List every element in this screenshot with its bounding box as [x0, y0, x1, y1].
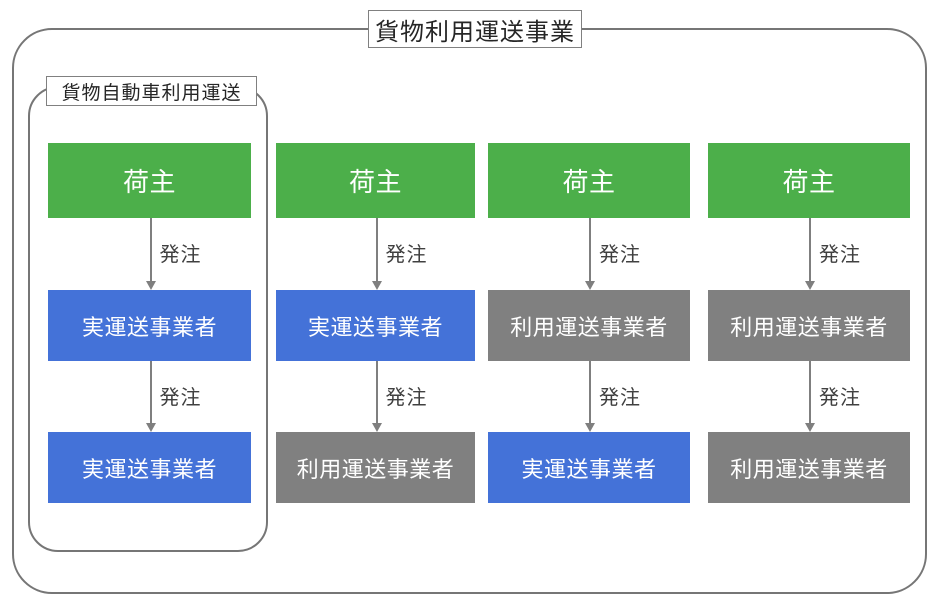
inner-frame-caption: 貨物自動車利用運送: [46, 76, 257, 106]
arrow-head-icon: [371, 281, 382, 290]
arrow-column-1-1: [145, 218, 156, 290]
arrow-column-2-2: [371, 361, 382, 432]
node-column-4-row3-forwarder: 利用運送事業者: [708, 432, 910, 503]
arrow-head-icon: [145, 281, 156, 290]
node-column-3-row3-actual-carrier: 実運送事業者: [488, 432, 690, 503]
arrow-shaft: [149, 361, 152, 424]
arrow-label-column-2-1: 発注: [385, 242, 428, 266]
node-column-2-row2-actual-carrier: 実運送事業者: [276, 290, 475, 361]
node-column-4-row2-forwarder: 利用運送事業者: [708, 290, 910, 361]
arrow-head-icon: [805, 423, 815, 432]
node-column-3-row2-forwarder: 利用運送事業者: [488, 290, 690, 361]
arrow-shaft: [375, 361, 378, 424]
arrow-shaft: [149, 218, 152, 282]
arrow-column-4-2: [805, 361, 815, 432]
node-column-1-row2-actual-carrier: 実運送事業者: [48, 290, 251, 361]
arrow-label-column-2-2: 発注: [385, 384, 428, 409]
arrow-shaft: [809, 218, 811, 282]
node-column-4-row1-shipper: 荷主: [708, 143, 910, 218]
arrow-label-column-3-1: 発注: [599, 242, 641, 266]
node-column-2-row3-forwarder: 利用運送事業者: [276, 432, 475, 503]
arrow-head-icon: [371, 423, 382, 432]
arrow-label-column-3-2: 発注: [599, 384, 641, 409]
arrow-label-column-1-1: 発注: [159, 242, 202, 266]
arrow-column-1-2: [145, 361, 156, 432]
arrow-label-column-1-2: 発注: [159, 384, 202, 409]
node-column-3-row1-shipper: 荷主: [488, 143, 690, 218]
arrow-column-3-2: [585, 361, 595, 432]
arrow-head-icon: [145, 423, 156, 432]
node-column-1-row1-shipper: 荷主: [48, 143, 251, 218]
arrow-shaft: [375, 218, 378, 282]
arrow-head-icon: [585, 281, 595, 290]
node-column-1-row3-actual-carrier: 実運送事業者: [48, 432, 251, 503]
arrow-column-2-1: [371, 218, 382, 290]
node-column-2-row1-shipper: 荷主: [276, 143, 475, 218]
arrow-shaft: [589, 218, 591, 282]
arrow-column-4-1: [805, 218, 815, 290]
arrow-shaft: [809, 361, 811, 424]
arrow-label-column-4-2: 発注: [819, 384, 861, 409]
arrow-label-column-4-1: 発注: [819, 242, 861, 266]
arrow-head-icon: [585, 423, 595, 432]
outer-frame-caption: 貨物利用運送事業: [368, 10, 582, 48]
arrow-shaft: [589, 361, 591, 424]
arrow-head-icon: [805, 281, 815, 290]
arrow-column-3-1: [585, 218, 595, 290]
